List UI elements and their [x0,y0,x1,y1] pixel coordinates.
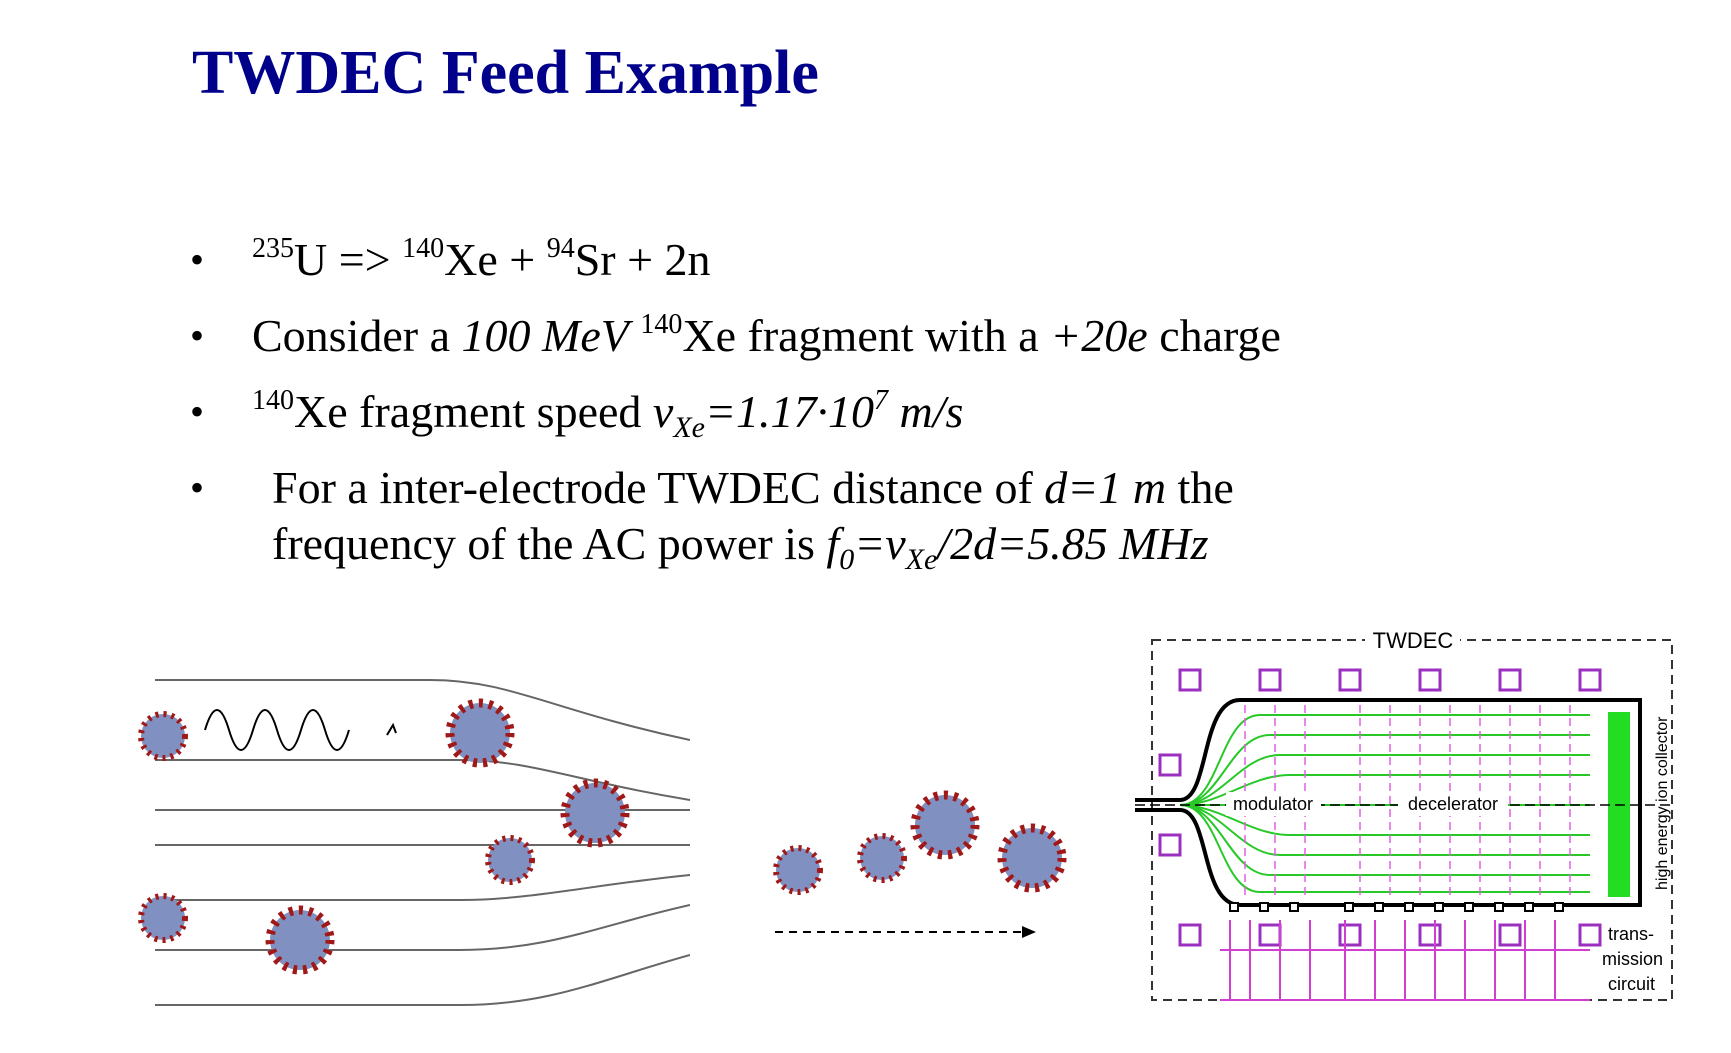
speed-value: =1.17·10 [704,386,875,437]
bullet-text: Xe fragment with a [682,310,1051,361]
nucleus-icon [138,893,188,943]
bullet-fragment-speed: • 140Xe fragment speed vXe=1.17·107 m/s [190,384,1490,443]
frequency-symbol: f [826,518,840,569]
nucleus-icon [265,905,335,975]
bullet-text: the [1166,462,1234,513]
equation-text: U => [294,234,403,285]
nucleus-icon [997,823,1067,893]
distance-value: d=1 m [1044,462,1167,513]
transmission-line1: trans- [1608,924,1654,944]
bullet-fragment-energy: • Consider a 100 MeV 140Xe fragment with… [190,308,1490,364]
fragment-travel-illustration [773,790,1067,938]
equation-text: Sr + 2n [574,234,711,285]
nucleus-icon [773,845,823,895]
exponent: 7 [874,385,889,416]
bullet-dot: • [190,465,205,510]
nucleus-icon [560,778,630,848]
mass-number: 94 [546,233,575,264]
energy-value: 100 MeV [461,310,629,361]
bullet-text: Consider a [252,310,462,361]
bullet-text: Xe fragment speed [294,386,653,437]
formula-text: =v [854,518,906,569]
nucleus-icon [138,711,188,761]
bullet-dot: • [190,237,205,282]
bullet-fission-equation: • 235U => 140Xe + 94Sr + 2n [190,232,1490,288]
transmission-line2: mission [1602,949,1663,969]
charge-value: +20e [1050,310,1148,361]
speed-subscript: Xe [905,543,938,576]
modulator-label: modulator [1233,794,1313,814]
twdec-label: TWDEC [1373,628,1454,653]
bullet-text: frequency of the AC power is [272,518,827,569]
bullet-text: charge [1147,310,1281,361]
bullet-ac-frequency: • For a inter-electrode TWDEC distance o… [190,460,1490,575]
nucleus-icon [445,698,515,768]
equation-text: Xe + [444,234,547,285]
decelerator-label: decelerator [1408,794,1498,814]
bullet-text: For a inter-electrode TWDEC distance of [272,462,1045,513]
nucleus-icon [857,833,907,883]
speed-subscript: Xe [673,411,705,444]
transmission-line3: circuit [1608,974,1655,994]
bullet-dot: • [190,389,205,434]
nucleus-icon [485,835,535,885]
bullet-list: • 235U => 140Xe + 94Sr + 2n • Consider a… [190,232,1490,592]
frequency-subscript: 0 [839,543,855,576]
mass-number: 140 [252,385,294,416]
mass-number: 140 [402,233,445,264]
bullet-dot: • [190,313,205,358]
speed-symbol: v [652,386,674,437]
mass-number: 235 [252,233,294,264]
slide-title: TWDEC Feed Example [192,39,819,107]
nucleus-icon [910,790,980,860]
twdec-schematic: TWDEC modulator decelerator high energy … [1135,628,1673,1001]
mass-number: 140 [640,309,683,340]
collector-label: high energy ion collector [1654,716,1671,890]
frequency-value: /2d=5.85 MHz [937,518,1209,569]
fragment-streamline-illustration [138,679,690,1006]
speed-unit: m/s [888,386,964,437]
